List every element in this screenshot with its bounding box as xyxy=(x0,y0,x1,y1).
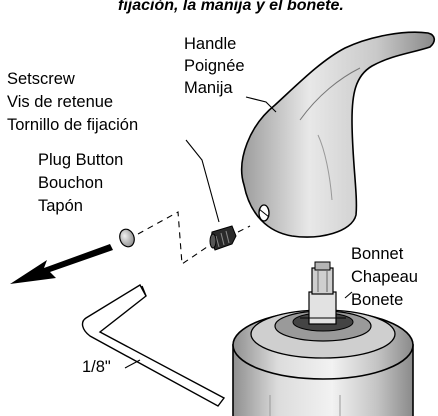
setscrew-label-es: Tornillo de fijación xyxy=(7,116,139,134)
direction-arrow xyxy=(10,244,113,284)
wrench-size-label: 1/8" xyxy=(82,358,111,376)
header-text: fijación, la manija y el bonete. xyxy=(118,0,344,14)
plug-button-label-es: Tapón xyxy=(38,197,83,215)
setscrew-label-fr: Vis de retenue xyxy=(7,93,114,111)
handle-label-en: Handle xyxy=(184,35,237,53)
handle-label-es: Manija xyxy=(184,79,233,97)
hex-wrench-part xyxy=(81,284,226,407)
setscrew-part xyxy=(209,225,237,251)
setscrew-label-en: Setscrew xyxy=(7,70,75,88)
plug-button-part xyxy=(119,228,135,248)
bonnet-part xyxy=(232,261,414,416)
handle-label-fr: Poignée xyxy=(184,57,245,75)
handle-part xyxy=(240,31,436,238)
bonnet-label-en: Bonnet xyxy=(351,245,404,263)
alignment-dashes xyxy=(137,211,251,265)
plug-button-label-fr: Bouchon xyxy=(38,174,104,192)
bonnet-label-fr: Chapeau xyxy=(351,268,418,286)
bonnet-label-es: Bonete xyxy=(351,291,404,309)
plug-button-label-en: Plug Button xyxy=(38,151,124,169)
